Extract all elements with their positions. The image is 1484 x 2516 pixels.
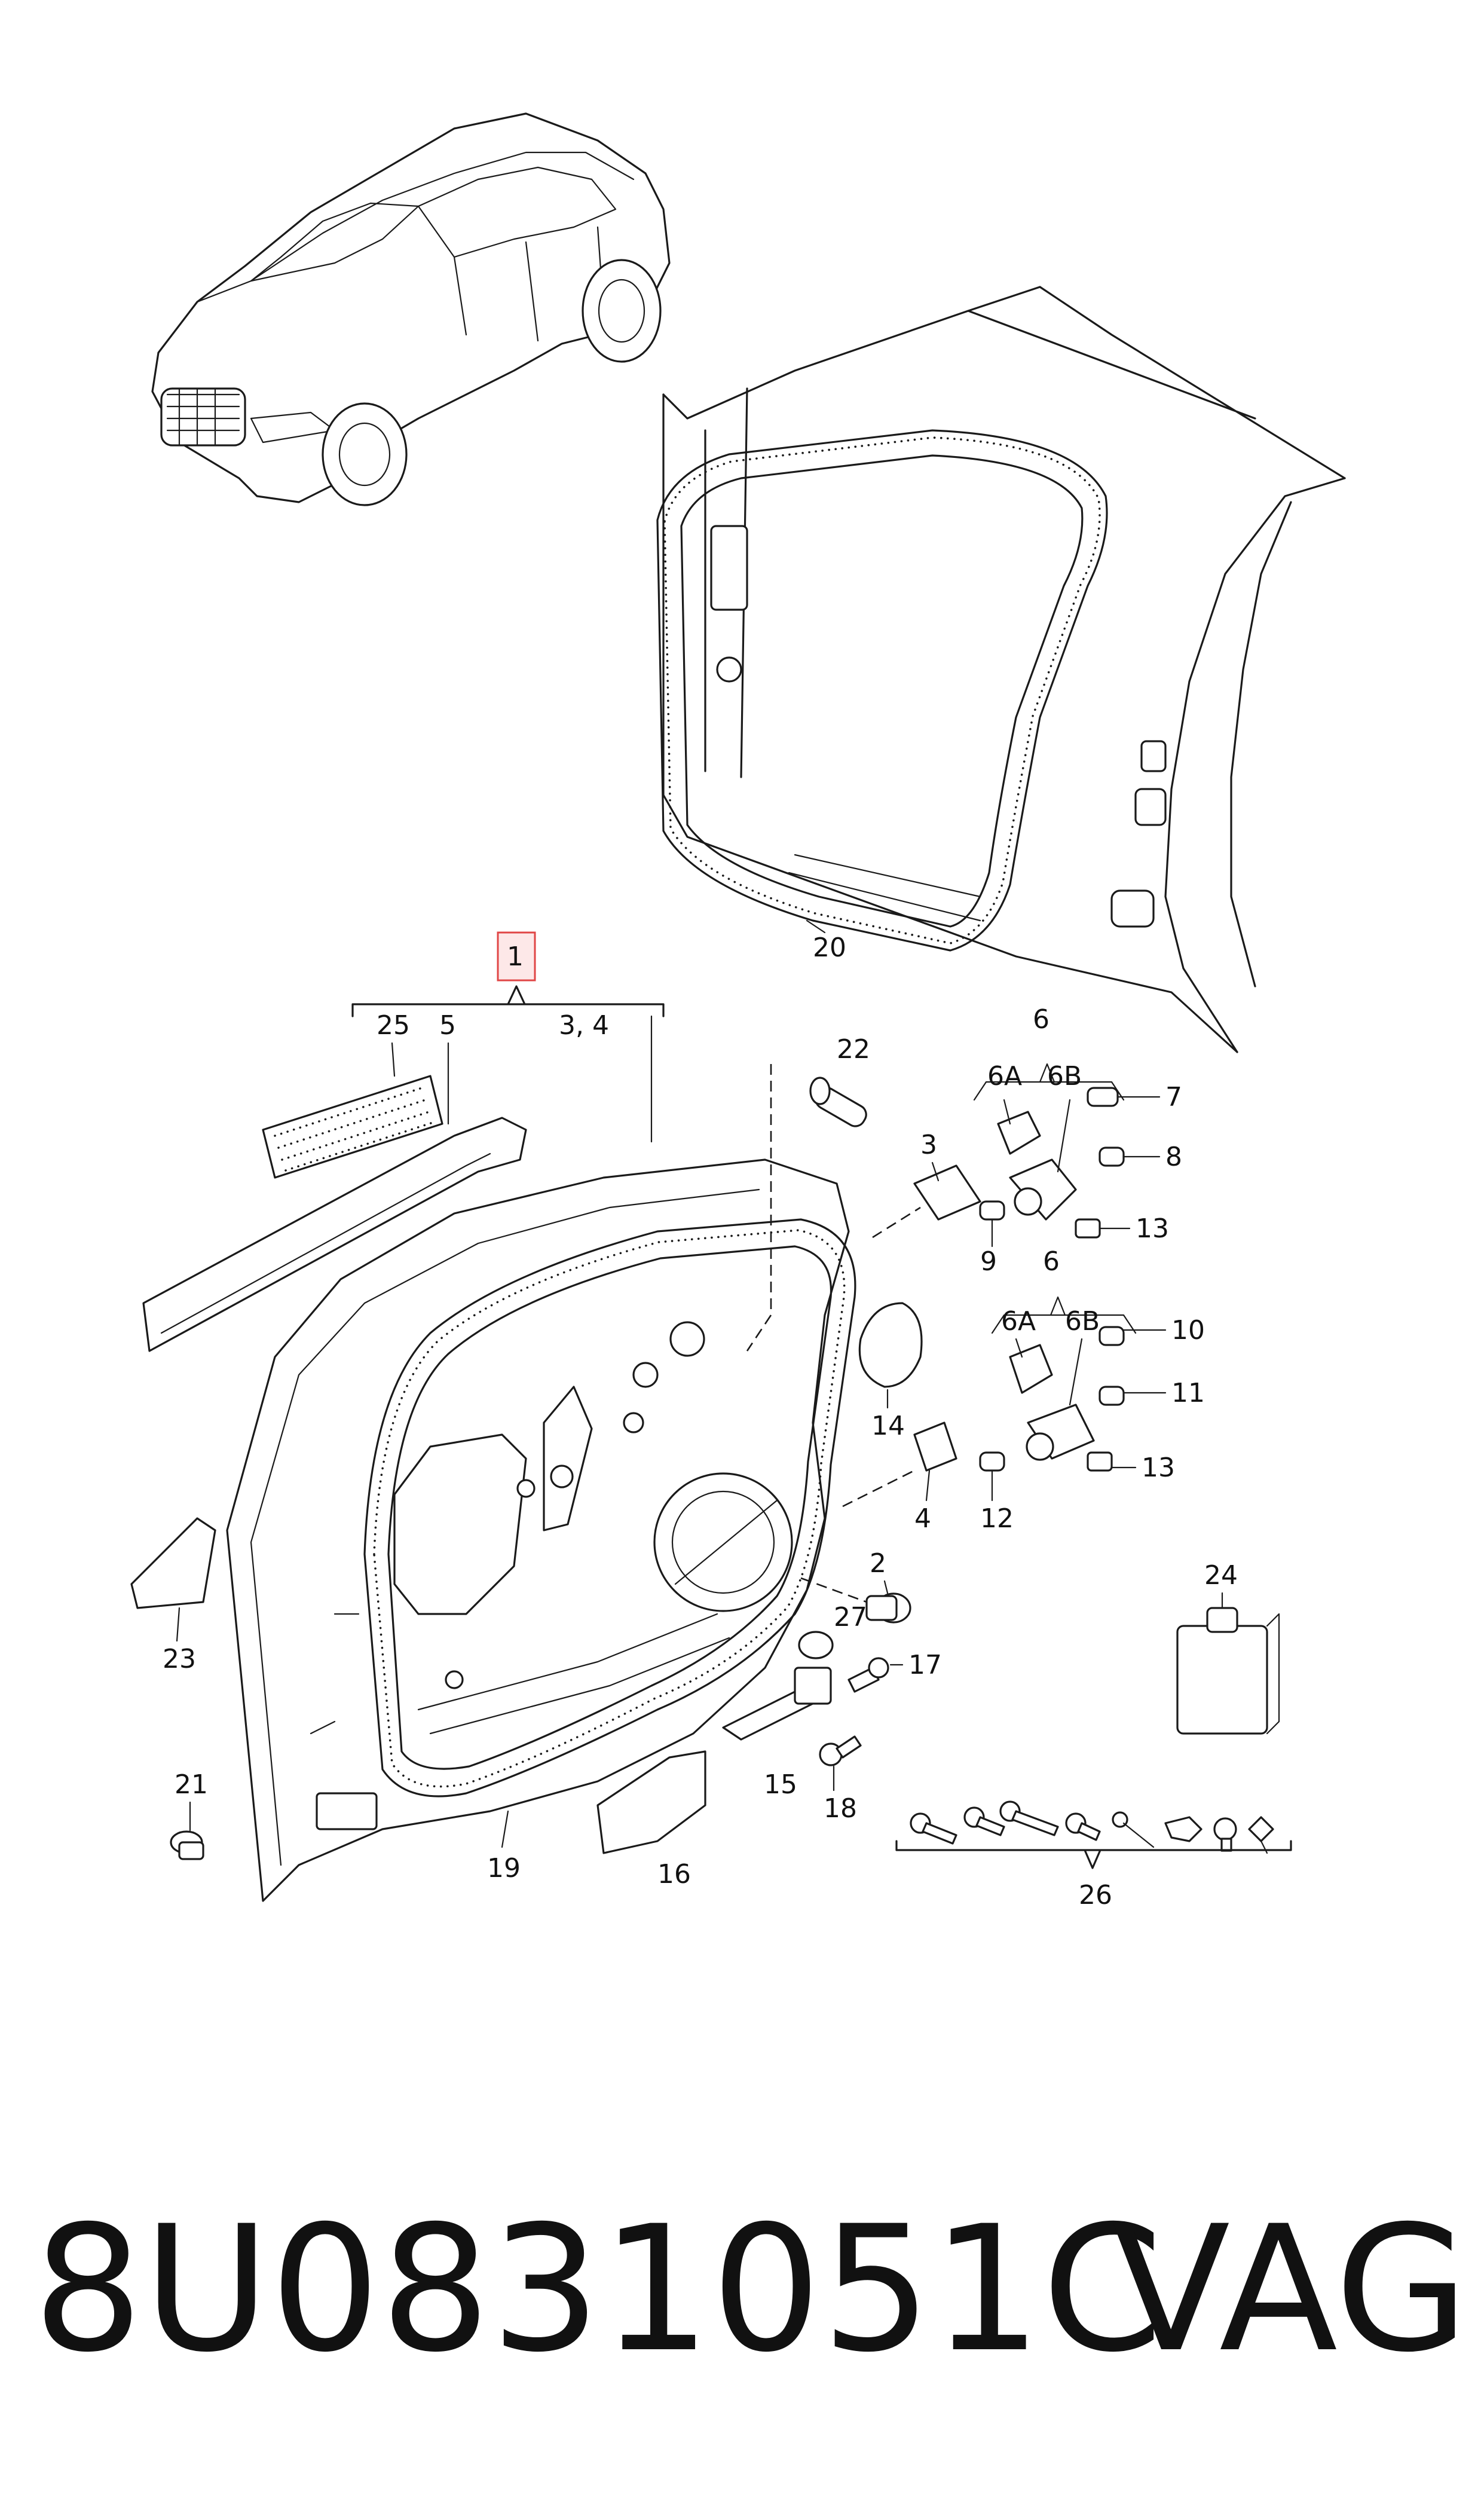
hinge-icon — [913, 1087, 1125, 1239]
front-wheel — [322, 402, 408, 506]
highlight-box — [497, 931, 536, 982]
part-2-bushing — [865, 1592, 911, 1624]
part-17-screw — [847, 1657, 889, 1693]
callout-4: 4 — [914, 1503, 931, 1534]
part-15-check-strap — [722, 1667, 832, 1741]
callout-13-a: 13 — [1136, 1213, 1169, 1244]
callout-22: 22 — [837, 1034, 870, 1065]
callout-6-a: 6 — [1033, 1004, 1049, 1035]
callout-19: 19 — [487, 1853, 521, 1884]
callout-12: 12 — [980, 1503, 1014, 1534]
part-23-bracket — [130, 1517, 216, 1609]
callout-3: 3 — [920, 1130, 937, 1160]
door-frame-icon — [656, 286, 1346, 1053]
part-21-rivet — [170, 1830, 204, 1860]
part-number: 8U0831051C — [33, 2189, 1163, 2390]
callout-7: 7 — [1165, 1082, 1182, 1112]
part-16-cover — [596, 1750, 706, 1854]
part-27-nut — [798, 1631, 834, 1659]
car-overview-icon — [151, 112, 671, 506]
callout-6A-a: 6A — [987, 1061, 1022, 1092]
part-5-strip — [142, 1117, 527, 1352]
hinge-icon-lower — [913, 1326, 1125, 1472]
part-22-pin — [809, 1077, 867, 1127]
part-25-pad — [262, 1075, 443, 1179]
callout-15: 15 — [764, 1769, 797, 1800]
callout-6-b: 6 — [1043, 1246, 1060, 1277]
callout-17: 17 — [908, 1650, 942, 1680]
callout-16: 16 — [657, 1859, 691, 1890]
callout-23: 23 — [163, 1644, 196, 1674]
callout-9: 9 — [980, 1246, 997, 1277]
fastener-set-icon — [910, 1800, 1274, 1854]
callout-6A-b: 6A — [1001, 1306, 1036, 1337]
callout-2: 2 — [870, 1548, 886, 1579]
callout-11: 11 — [1171, 1378, 1205, 1408]
callout-20: 20 — [813, 933, 846, 963]
callout-5: 5 — [439, 1010, 456, 1041]
rear-wheel — [582, 259, 662, 363]
callout-8: 8 — [1165, 1142, 1182, 1172]
callout-1: 1 — [507, 941, 524, 972]
callout-3-4: 3, 4 — [559, 1010, 609, 1041]
part-14-grommet — [858, 1302, 923, 1388]
callout-10: 10 — [1171, 1315, 1205, 1346]
bottle-icon — [1176, 1607, 1280, 1735]
door-panel-icon — [226, 1064, 856, 1902]
callout-25: 25 — [377, 1010, 410, 1041]
callout-18: 18 — [824, 1793, 857, 1824]
brand-label: VAG — [1112, 2189, 1469, 2390]
callout-14: 14 — [871, 1411, 905, 1441]
car-grille — [160, 387, 246, 447]
callout-6B-a: 6B — [1047, 1061, 1082, 1092]
callout-26: 26 — [1079, 1880, 1112, 1910]
callout-6B-b: 6B — [1065, 1306, 1100, 1337]
part-18-screw — [819, 1735, 862, 1766]
callout-13-b: 13 — [1142, 1453, 1175, 1483]
callout-21: 21 — [175, 1769, 208, 1800]
callout-24: 24 — [1204, 1560, 1238, 1591]
callout-27: 27 — [834, 1602, 867, 1633]
